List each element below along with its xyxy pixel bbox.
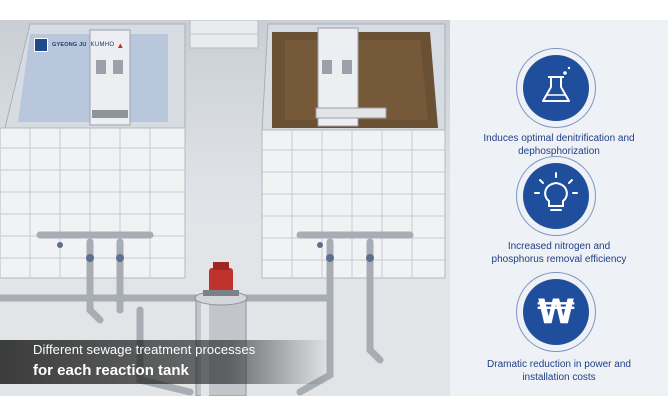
caption-line-1: Different sewage treatment processes — [33, 342, 256, 357]
feature-2-text: Increased nitrogen and phosphorus remova… — [450, 240, 668, 266]
seal-icon — [34, 38, 48, 52]
logo-mark-icon: ▲ — [116, 40, 125, 50]
feature-panel: Induces optimal denitrification and deph… — [450, 20, 668, 396]
feature-2-line-2: phosphorus removal efficiency — [491, 254, 627, 265]
caption-bar — [0, 340, 330, 384]
caption-line-2: for each reaction tank — [33, 362, 189, 379]
feature-3-line-1: Dramatic reduction in power and — [487, 359, 631, 370]
treatment-plant-render: GYEONG JU KUMHO ▲ Different sewage treat… — [0, 20, 450, 396]
logo-text-kumho: KUMHO — [90, 42, 115, 48]
feature-1-text: Induces optimal denitrification and deph… — [450, 132, 668, 158]
won-icon: ₩ — [537, 292, 575, 332]
feature-3-text: Dramatic reduction in power and installa… — [450, 358, 668, 384]
flask-icon — [542, 66, 571, 102]
video-frame: GYEONG JU KUMHO ▲ Different sewage treat… — [0, 20, 668, 396]
logo-text-gyeongju: GYEONG JU — [52, 42, 87, 48]
feature-2-line-1: Increased nitrogen and — [507, 241, 611, 252]
company-logo: GYEONG JU KUMHO ▲ — [34, 38, 124, 52]
feature-1-line-2: dephosphorization — [518, 146, 600, 157]
feature-1-circle — [516, 48, 596, 128]
feature-3-circle: ₩ — [516, 272, 596, 352]
feature-3-line-2: installation costs — [522, 372, 596, 383]
feature-2-circle — [516, 156, 596, 236]
feature-1-line-1: Induces optimal denitrification and — [483, 133, 635, 144]
lightbulb-icon — [534, 172, 578, 211]
